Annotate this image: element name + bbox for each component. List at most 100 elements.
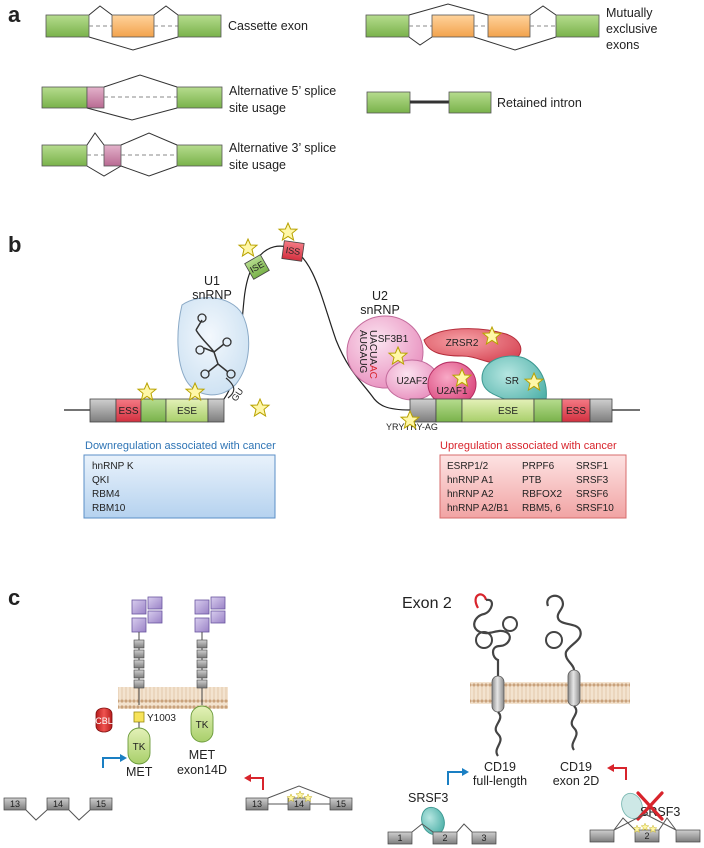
uacu-text: UACUA	[367, 330, 378, 365]
exon-green-mid	[435, 398, 463, 423]
srsf3-label-crossed: SRSF3	[640, 805, 680, 819]
red-arrow-icon	[614, 767, 627, 780]
blue-arrowhead-icon	[120, 754, 127, 762]
red-arrow-icon	[251, 777, 264, 790]
up-col1-4: hnRNP A2/B1	[447, 503, 509, 514]
exon-orange	[431, 14, 475, 38]
membrane-left	[118, 687, 228, 709]
sr-label: SR	[505, 376, 519, 387]
exon-green	[365, 14, 410, 38]
gu-label: GU	[229, 386, 245, 403]
u1-loop	[195, 345, 205, 355]
star-icon	[250, 398, 270, 417]
sema-domain	[147, 596, 163, 610]
exon-green	[366, 91, 411, 114]
downregulation-box: Downregulation associated with cancer hn…	[83, 440, 276, 519]
sema-domain	[131, 599, 147, 615]
blue-arrowhead-icon	[462, 768, 469, 776]
exon-green	[176, 144, 223, 167]
splice-line	[613, 817, 636, 831]
alt3-label-1: Alternative 3’ splice	[229, 141, 336, 155]
splice-line	[613, 813, 677, 831]
upregulation-box: Upregulation associated with cancer ESRP…	[439, 440, 627, 519]
exon-orange	[487, 14, 531, 38]
exon-orange	[111, 14, 155, 38]
ess-label: ESS	[118, 406, 138, 417]
cross-icon	[636, 791, 664, 821]
splice-line	[86, 165, 122, 177]
met-receptor: Y1003 TK CBL	[95, 596, 176, 765]
cd19-full-length: CD19 full-length	[473, 593, 527, 788]
ise-box	[244, 254, 270, 280]
mutually-label-3: exons	[606, 38, 639, 52]
cd19-tm	[491, 675, 505, 713]
met-label: MET	[126, 765, 153, 779]
exon-15	[89, 797, 113, 811]
ig-loop	[502, 616, 518, 632]
up-col3-2: SRSF3	[576, 475, 609, 486]
u1-label-1: U1	[204, 274, 220, 288]
exon-grey	[89, 398, 117, 423]
cd19-extracellular	[473, 598, 511, 676]
met14d-exons: 13 14 15	[245, 785, 353, 811]
exon-14d-label: 14	[294, 799, 304, 809]
splice-line	[88, 5, 113, 16]
splice-line	[267, 785, 331, 799]
iss-box	[281, 240, 305, 262]
tk-domain	[190, 705, 214, 743]
splice-line	[86, 132, 105, 146]
panel-a: a Cassette exon Mutually	[8, 2, 657, 177]
down-item-4: RBM10	[92, 503, 126, 514]
panel-b: b ESS ESE U1 snRNP GU	[8, 222, 640, 519]
met14d-label-1: MET	[189, 748, 216, 762]
splice-line	[103, 74, 178, 88]
u1-loop	[197, 313, 207, 323]
yry-label: YRYYRY-AG	[386, 422, 438, 432]
down-item-2: QKI	[92, 475, 109, 486]
ig-domain	[196, 679, 208, 689]
ese-label-right: ESE	[498, 406, 518, 417]
up-col2-1: PRPF6	[522, 461, 555, 472]
cd19-tail	[570, 705, 578, 751]
cd19-exons-full: 1 2 3	[387, 823, 497, 845]
exon-green	[555, 14, 600, 38]
u1-loop	[222, 337, 232, 347]
exon-pink	[86, 86, 105, 109]
cd19-full-label-1: CD19	[484, 760, 516, 774]
cbl-label: CBL	[95, 716, 113, 726]
cd19-tm	[567, 669, 581, 707]
splice-line	[408, 36, 433, 46]
right-exon: ESE ESS	[409, 398, 613, 423]
exon-1	[589, 829, 615, 843]
y1003-label: Y1003	[147, 713, 176, 724]
alt-5-splice-diagram: Alternative 5’ splice site usage	[41, 74, 336, 121]
mutually-exclusive-diagram: Mutually exclusive exons	[365, 3, 657, 52]
splice-line	[25, 809, 48, 821]
y1003-site	[133, 711, 145, 723]
up-col3-3: SRSF6	[576, 489, 609, 500]
cd19-full-label-2: full-length	[473, 774, 527, 788]
exon-14	[46, 797, 70, 811]
star-icon	[137, 382, 157, 401]
u2-label-2: snRNP	[360, 303, 400, 317]
retained-label: Retained intron	[497, 96, 582, 110]
mutually-label-1: Mutually	[606, 6, 653, 20]
exon-13	[3, 797, 27, 811]
alt-3-splice-diagram: Alternative 3’ splice site usage	[41, 132, 336, 177]
mutually-label-2: exclusive	[606, 22, 657, 36]
alt5-label-2: site usage	[229, 101, 286, 115]
splice-line	[456, 823, 473, 833]
ess-label-right: ESS	[566, 406, 586, 417]
ig-domain	[196, 669, 208, 679]
ig-domain	[133, 659, 145, 669]
up-list-box	[439, 454, 627, 519]
ig-loop	[545, 631, 563, 649]
exon-2-label: 2	[442, 833, 447, 843]
retained-intron-diagram: Retained intron	[366, 91, 582, 114]
exon-2	[432, 831, 458, 845]
exon-grey	[207, 398, 225, 423]
exon-3	[471, 831, 497, 845]
red-arrowhead-icon	[607, 764, 614, 772]
zrsr2-label: ZRSR2	[446, 338, 479, 349]
